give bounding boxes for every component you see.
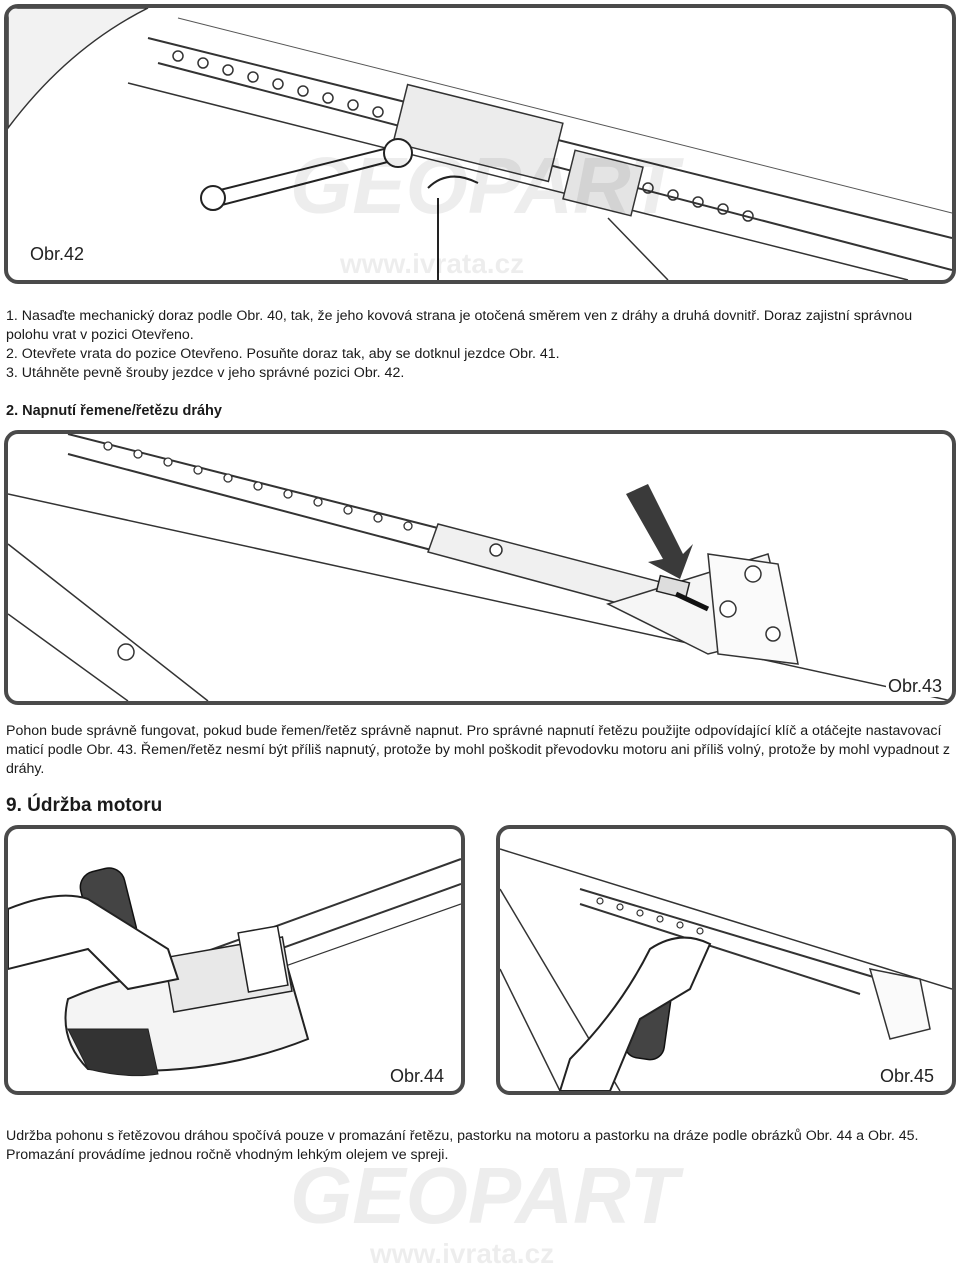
figure-42: Obr.42 — [4, 4, 956, 284]
step-3: 3. Utáhněte pevně šrouby jezdce v jeho s… — [6, 365, 405, 381]
steps-list: 1. Nasaďte mechanický doraz podle Obr. 4… — [6, 307, 952, 383]
step-2: 2. Otevřete vrata do pozice Otevřeno. Po… — [6, 346, 560, 362]
watermark-url-bottom: www.ivrata.cz — [370, 1238, 555, 1269]
figure-44-label: Obr.44 — [388, 1066, 447, 1087]
figure-42-label: Obr.42 — [28, 244, 87, 265]
figure-42-drawing — [8, 8, 952, 280]
figure-44: Obr.44 — [4, 825, 465, 1095]
figure-45-label: Obr.45 — [878, 1066, 937, 1087]
figure-45: Obr.45 — [496, 825, 956, 1095]
section-tension-title: 2. Napnutí řemene/řetězu dráhy — [6, 403, 222, 419]
figure-43-drawing — [8, 434, 952, 701]
figure-43: Obr.43 — [4, 430, 956, 705]
section-maintenance-title: 9. Údržba motoru — [6, 795, 163, 816]
section-maintenance-body: Udržba pohonu s řetězovou dráhou spočívá… — [6, 1128, 919, 1163]
figure-43-label: Obr.43 — [886, 676, 945, 697]
figure-44-drawing — [8, 858, 461, 1077]
section-tension-body: Pohon bude správně fungovat, pokud bude … — [6, 723, 950, 777]
figure-45-drawing — [500, 848, 952, 1091]
step-1: 1. Nasaďte mechanický doraz podle Obr. 4… — [6, 308, 913, 343]
